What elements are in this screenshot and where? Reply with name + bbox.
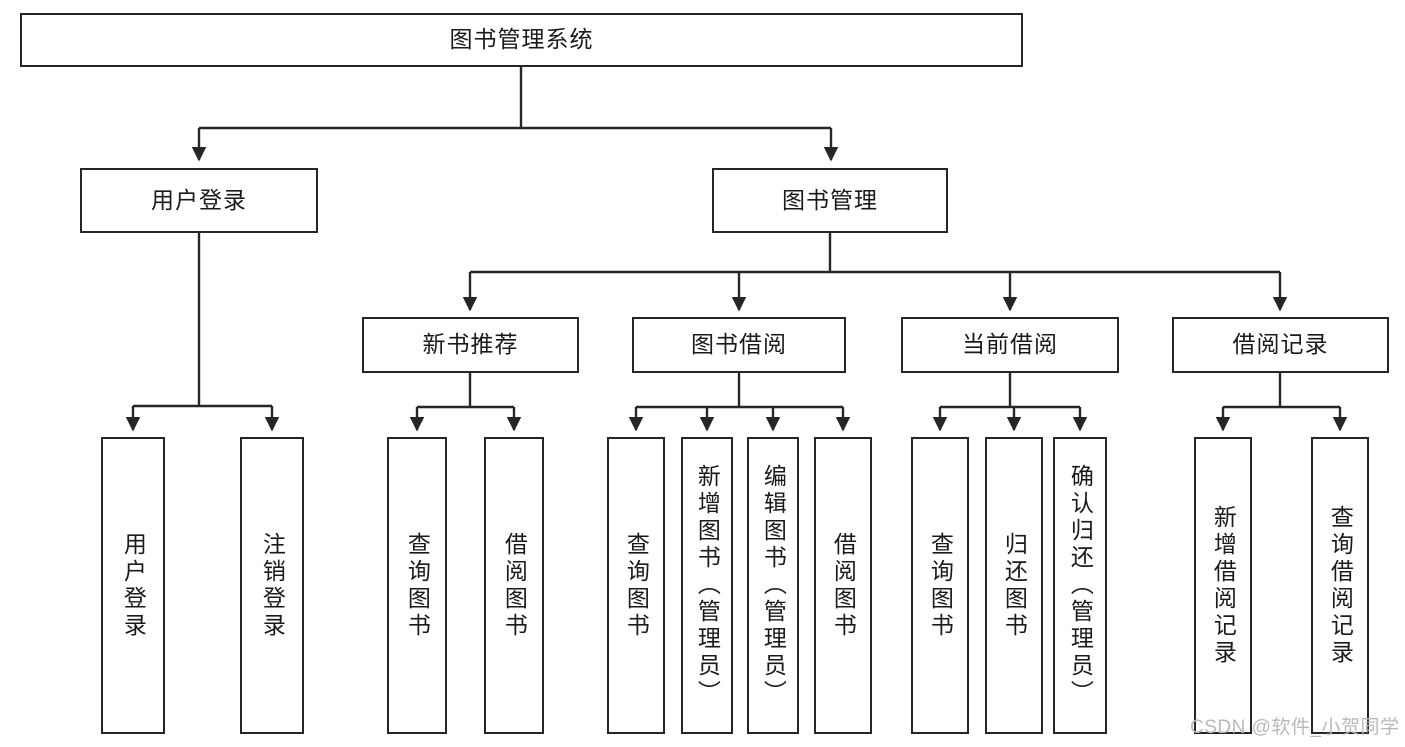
node-leaf-query-book-1[interactable]: 查询图书 bbox=[387, 437, 447, 734]
node-borrow-record-label: 借阅记录 bbox=[1232, 331, 1329, 358]
node-root-label: 图书管理系统 bbox=[449, 26, 594, 53]
node-leaf-return-book[interactable]: 归还图书 bbox=[985, 437, 1043, 734]
node-borrow-record[interactable]: 借阅记录 bbox=[1172, 317, 1389, 373]
node-leaf-query-borrow-record-label: 查询借阅记录 bbox=[1327, 504, 1354, 667]
node-leaf-user-login-label: 用户登录 bbox=[120, 531, 147, 640]
node-user-login-label: 用户登录 bbox=[151, 186, 247, 213]
node-leaf-borrow-book-1-label: 借阅图书 bbox=[501, 531, 528, 640]
node-leaf-add-book[interactable]: 新增图书（管理员） bbox=[681, 437, 733, 734]
node-leaf-add-borrow-record-label: 新增借阅记录 bbox=[1210, 504, 1237, 667]
node-leaf-query-book-2[interactable]: 查询图书 bbox=[607, 437, 665, 734]
node-new-book-recommend-label: 新书推荐 bbox=[422, 331, 519, 358]
node-user-login[interactable]: 用户登录 bbox=[80, 168, 318, 233]
node-leaf-edit-book[interactable]: 编辑图书（管理员） bbox=[747, 437, 799, 734]
node-current-borrow-label: 当前借阅 bbox=[962, 331, 1058, 358]
node-leaf-confirm-return-label: 确认归还（管理员） bbox=[1067, 464, 1094, 707]
node-book-borrow[interactable]: 图书借阅 bbox=[632, 317, 846, 373]
node-leaf-query-book-2-label: 查询图书 bbox=[623, 531, 650, 640]
node-leaf-edit-book-label: 编辑图书（管理员） bbox=[760, 464, 787, 707]
node-book-manage-label: 图书管理 bbox=[782, 186, 878, 213]
node-leaf-logout-login-label: 注销登录 bbox=[259, 531, 286, 640]
node-leaf-return-book-label: 归还图书 bbox=[1001, 531, 1028, 640]
node-leaf-user-login[interactable]: 用户登录 bbox=[101, 437, 165, 734]
node-leaf-borrow-book-1[interactable]: 借阅图书 bbox=[484, 437, 544, 734]
csdn-watermark: CSDN @软件_小贺同学 bbox=[1190, 717, 1400, 738]
node-book-manage[interactable]: 图书管理 bbox=[712, 168, 948, 233]
node-leaf-logout-login[interactable]: 注销登录 bbox=[240, 437, 304, 734]
node-leaf-query-book-1-label: 查询图书 bbox=[404, 531, 431, 640]
node-root[interactable]: 图书管理系统 bbox=[20, 13, 1023, 67]
node-leaf-add-book-label: 新增图书（管理员） bbox=[694, 464, 721, 707]
node-leaf-query-book-3-label: 查询图书 bbox=[927, 531, 954, 640]
node-leaf-query-book-3[interactable]: 查询图书 bbox=[911, 437, 969, 734]
node-new-book-recommend[interactable]: 新书推荐 bbox=[362, 317, 579, 373]
node-leaf-borrow-book-2[interactable]: 借阅图书 bbox=[814, 437, 872, 734]
node-book-borrow-label: 图书借阅 bbox=[691, 331, 787, 358]
node-leaf-confirm-return[interactable]: 确认归还（管理员） bbox=[1053, 437, 1107, 734]
node-leaf-borrow-book-2-label: 借阅图书 bbox=[830, 531, 857, 640]
node-leaf-add-borrow-record[interactable]: 新增借阅记录 bbox=[1194, 437, 1252, 734]
node-current-borrow[interactable]: 当前借阅 bbox=[901, 317, 1119, 373]
node-leaf-query-borrow-record[interactable]: 查询借阅记录 bbox=[1311, 437, 1369, 734]
